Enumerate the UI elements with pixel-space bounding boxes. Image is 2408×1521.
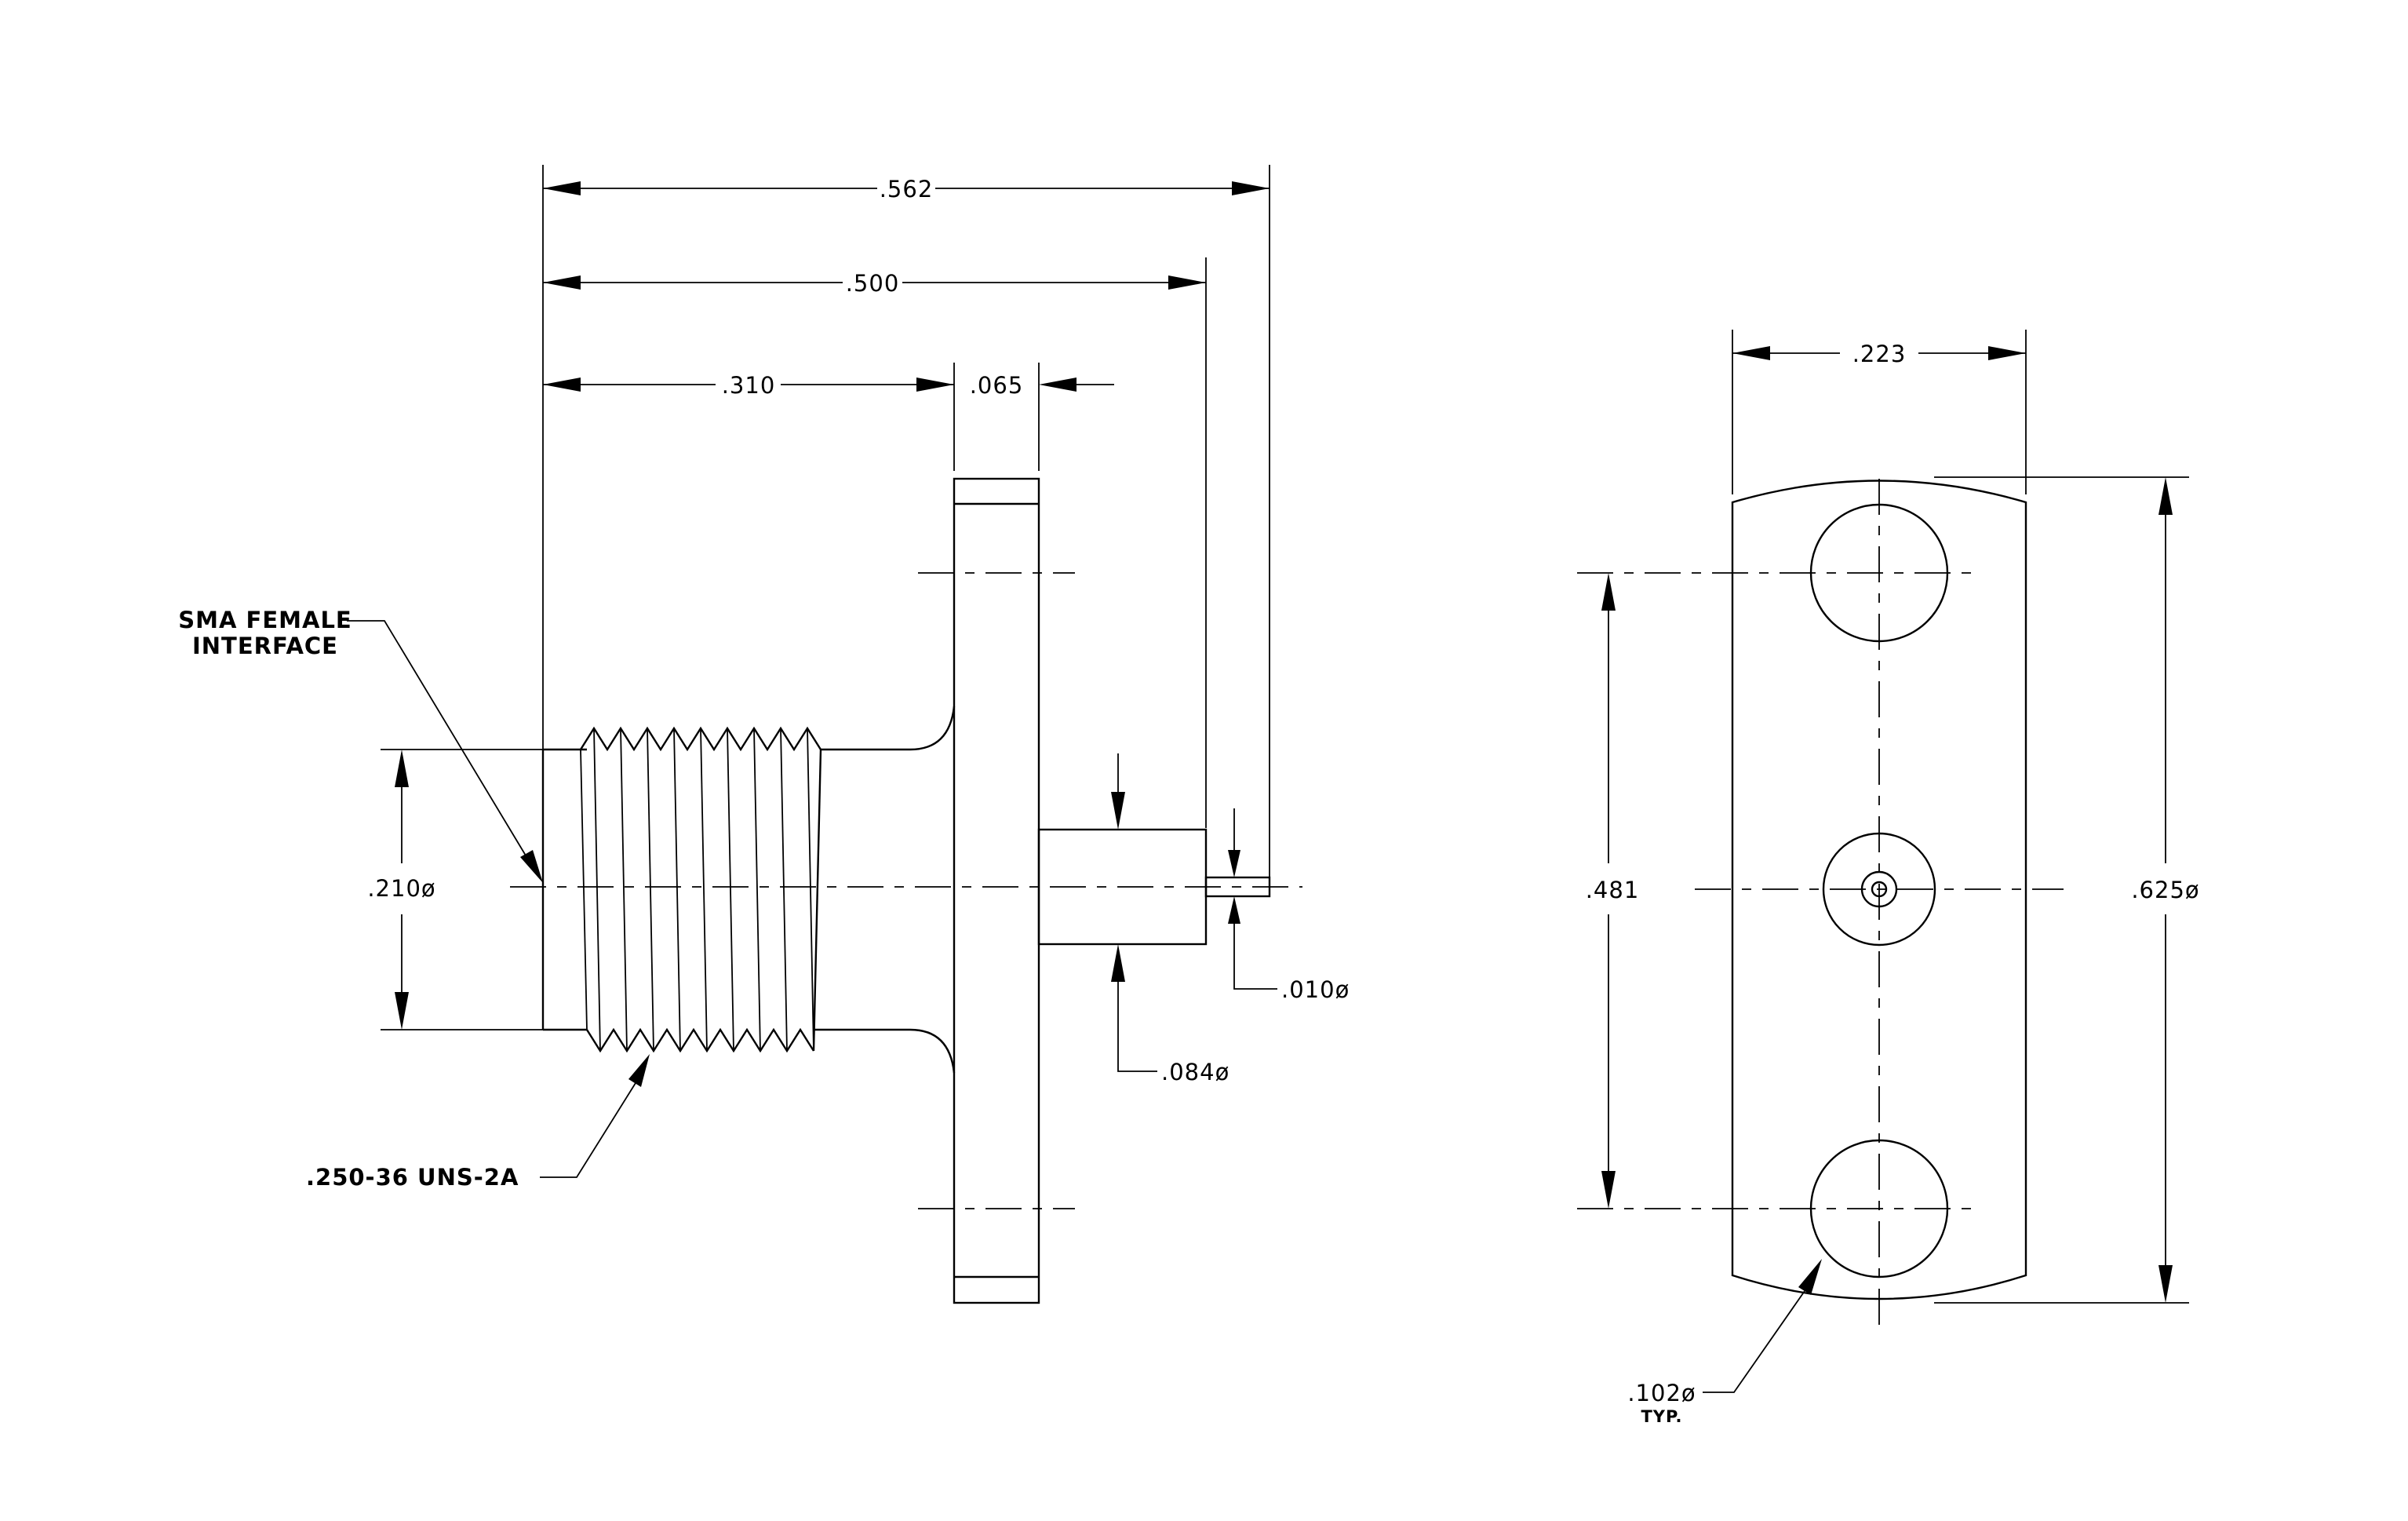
flange-width-label: .223	[1852, 341, 1907, 367]
thread-spec-label: .250-36 UNS-2A	[306, 1164, 519, 1191]
interface-label-line1: SMA FEMALE	[178, 607, 352, 633]
dim-pin-diameter: .010ø	[1228, 808, 1350, 1003]
thread-callout: .250-36 UNS-2A	[306, 1054, 650, 1191]
dim-thread-diameter: .210ø	[367, 749, 543, 1030]
overall-length-label: .562	[880, 176, 934, 202]
dim-hole-spacing: .481	[1586, 573, 1640, 1209]
side-view: .562 .500 .310 .065	[178, 165, 1350, 1304]
interface-callout: SMA FEMALE INTERFACE	[178, 607, 543, 883]
dim-flange-height: .625ø	[1934, 476, 2199, 1304]
hole-spacing-label: .481	[1586, 877, 1640, 903]
hole-diameter-callout: .102ø TYP.	[1627, 1259, 1822, 1426]
hole-diameter-typ-label: TYP.	[1641, 1407, 1682, 1426]
thread-diameter-label: .210ø	[367, 875, 435, 902]
threaded-body	[541, 706, 956, 1074]
hole-diameter-label: .102ø	[1627, 1380, 1696, 1406]
thread-length-label: .310	[722, 372, 776, 399]
dim-flange-width: .223	[1732, 330, 2027, 494]
dim-thread-length: .310	[543, 372, 954, 399]
dim-body-length: .500	[543, 270, 1206, 297]
front-view: .223 .481 .625ø .102ø TYP.	[1577, 330, 2199, 1426]
dielectric-diameter-label: .084ø	[1161, 1059, 1230, 1085]
body-length-label: .500	[846, 270, 900, 297]
dim-dielectric-diameter: .084ø	[1111, 753, 1230, 1085]
dim-flange-thickness: .065	[970, 372, 1114, 399]
pin-diameter-label: .010ø	[1281, 976, 1350, 1003]
flange-thickness-label: .065	[970, 372, 1024, 399]
flange-front	[1731, 480, 2027, 1300]
flange-height-label: .625ø	[2131, 877, 2199, 903]
flange-side	[918, 477, 1075, 1304]
interface-label-line2: INTERFACE	[192, 633, 338, 659]
dim-overall-length: .562	[543, 176, 1270, 202]
